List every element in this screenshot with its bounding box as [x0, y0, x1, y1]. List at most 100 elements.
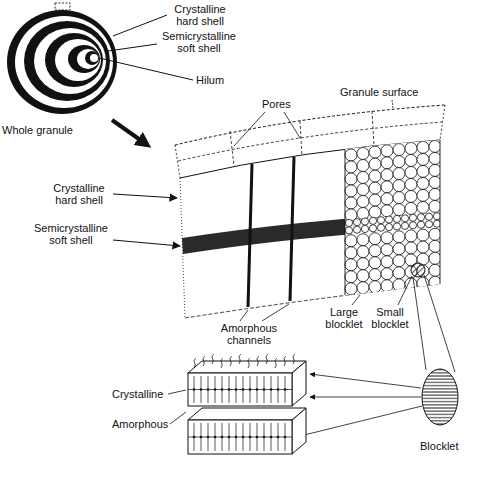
large-blocklet: [393, 279, 405, 291]
large-blocklet: [345, 259, 357, 271]
large-blocklet: [357, 160, 369, 172]
large-blocklet: [381, 169, 393, 181]
large-blocklet: [381, 157, 393, 169]
branch-point: [221, 436, 224, 439]
small-blocklet: [369, 217, 376, 224]
small-blocklet: [393, 223, 400, 230]
pointer-arrow: [310, 374, 421, 388]
large-blocklet: [369, 146, 381, 158]
small-blocklet: [401, 215, 408, 222]
small-blocklet: [425, 221, 432, 228]
large-blocklet: [369, 269, 381, 281]
large-blocklet: [417, 165, 429, 177]
block-top: [188, 361, 306, 373]
zoom-line: [413, 277, 426, 370]
small-blocklet: [417, 221, 424, 228]
large-blocklet: [417, 229, 429, 241]
helix-strand: [243, 423, 244, 451]
ring: [24, 21, 110, 101]
large-blocklet: [345, 173, 357, 185]
pore-edge: [230, 131, 234, 166]
large-blocklet: [429, 252, 441, 264]
branch-point: [263, 388, 266, 391]
large-blocklet: [405, 166, 417, 178]
large-blocklet: [381, 205, 393, 217]
large-blocklet: [405, 230, 417, 242]
helix-strand: [250, 376, 251, 403]
chain-end: [230, 356, 232, 366]
large-blocklet: [417, 141, 429, 153]
leader-line: [113, 15, 167, 36]
semicrystalline-band: [182, 212, 440, 254]
branch-point: [214, 388, 217, 391]
leader-line: [168, 390, 186, 394]
helix-strand: [236, 376, 237, 403]
large-blocklet: [369, 245, 381, 257]
helix-strand: [215, 376, 216, 403]
cube-edge: [345, 150, 346, 295]
large-blocklet: [357, 246, 369, 258]
large-blocklet: [381, 280, 393, 292]
pore-edge: [372, 111, 374, 146]
helix-strand: [264, 423, 265, 451]
leader-line: [284, 112, 300, 138]
large-blocklet: [429, 188, 441, 200]
small-blocklet: [345, 219, 352, 226]
large-blocklet: [381, 232, 393, 244]
large-blocklet: [429, 152, 441, 164]
ring: [34, 28, 106, 94]
chain-end: [239, 354, 241, 364]
helix-strand: [285, 423, 286, 451]
branch-point: [235, 388, 238, 391]
large-blocklet: [357, 148, 369, 160]
helix-strand: [201, 376, 202, 403]
branch-point: [270, 436, 273, 439]
highlighted-blocklet: [411, 263, 425, 277]
large-blocklet: [381, 145, 393, 157]
large-blocklet: [357, 196, 369, 208]
lamella-block: [188, 361, 306, 406]
large-blocklet: [393, 255, 405, 267]
helix-strand: [278, 376, 279, 403]
small-blocklet: [353, 219, 360, 226]
small-blocklet: [369, 225, 376, 232]
small-blocklet: [393, 215, 400, 222]
branch-point: [200, 436, 203, 439]
small-blocklet: [385, 223, 392, 230]
large-blocklet: [393, 231, 405, 243]
large-blocklet: [381, 193, 393, 205]
small-blocklet: [361, 225, 368, 232]
small-blocklet: [401, 222, 408, 229]
leader-line: [234, 112, 265, 146]
large-blocklet: [381, 256, 393, 268]
part-label: Whole granule: [2, 124, 73, 136]
part-label: Crystalline hard shell: [169, 3, 231, 27]
leader-arrow: [113, 240, 180, 246]
part-label: Small blocklet: [366, 306, 414, 330]
large-blocklet: [357, 172, 369, 184]
branch-point: [207, 388, 210, 391]
large-blocklet: [393, 243, 405, 255]
branch-point: [228, 436, 231, 439]
helix-strand: [229, 423, 230, 451]
large-blocklet: [405, 154, 417, 166]
large-blocklet: [417, 277, 429, 289]
leader-line: [352, 295, 360, 305]
branch-point: [207, 436, 210, 439]
helix-strand: [208, 423, 209, 451]
leader-arrow: [113, 194, 177, 198]
large-blocklet: [417, 201, 429, 213]
large-blocklet: [417, 241, 429, 253]
part-label: Amorphous: [112, 418, 168, 430]
cube-edge: [440, 140, 441, 284]
chain-end: [284, 356, 286, 366]
pointer-arrow: [310, 397, 421, 398]
branch-point: [256, 436, 259, 439]
large-blocklet: [429, 228, 441, 240]
large-blocklet: [393, 180, 405, 192]
large-blocklet: [405, 278, 417, 290]
leader-line: [262, 304, 289, 321]
large-blocklet: [357, 234, 369, 246]
